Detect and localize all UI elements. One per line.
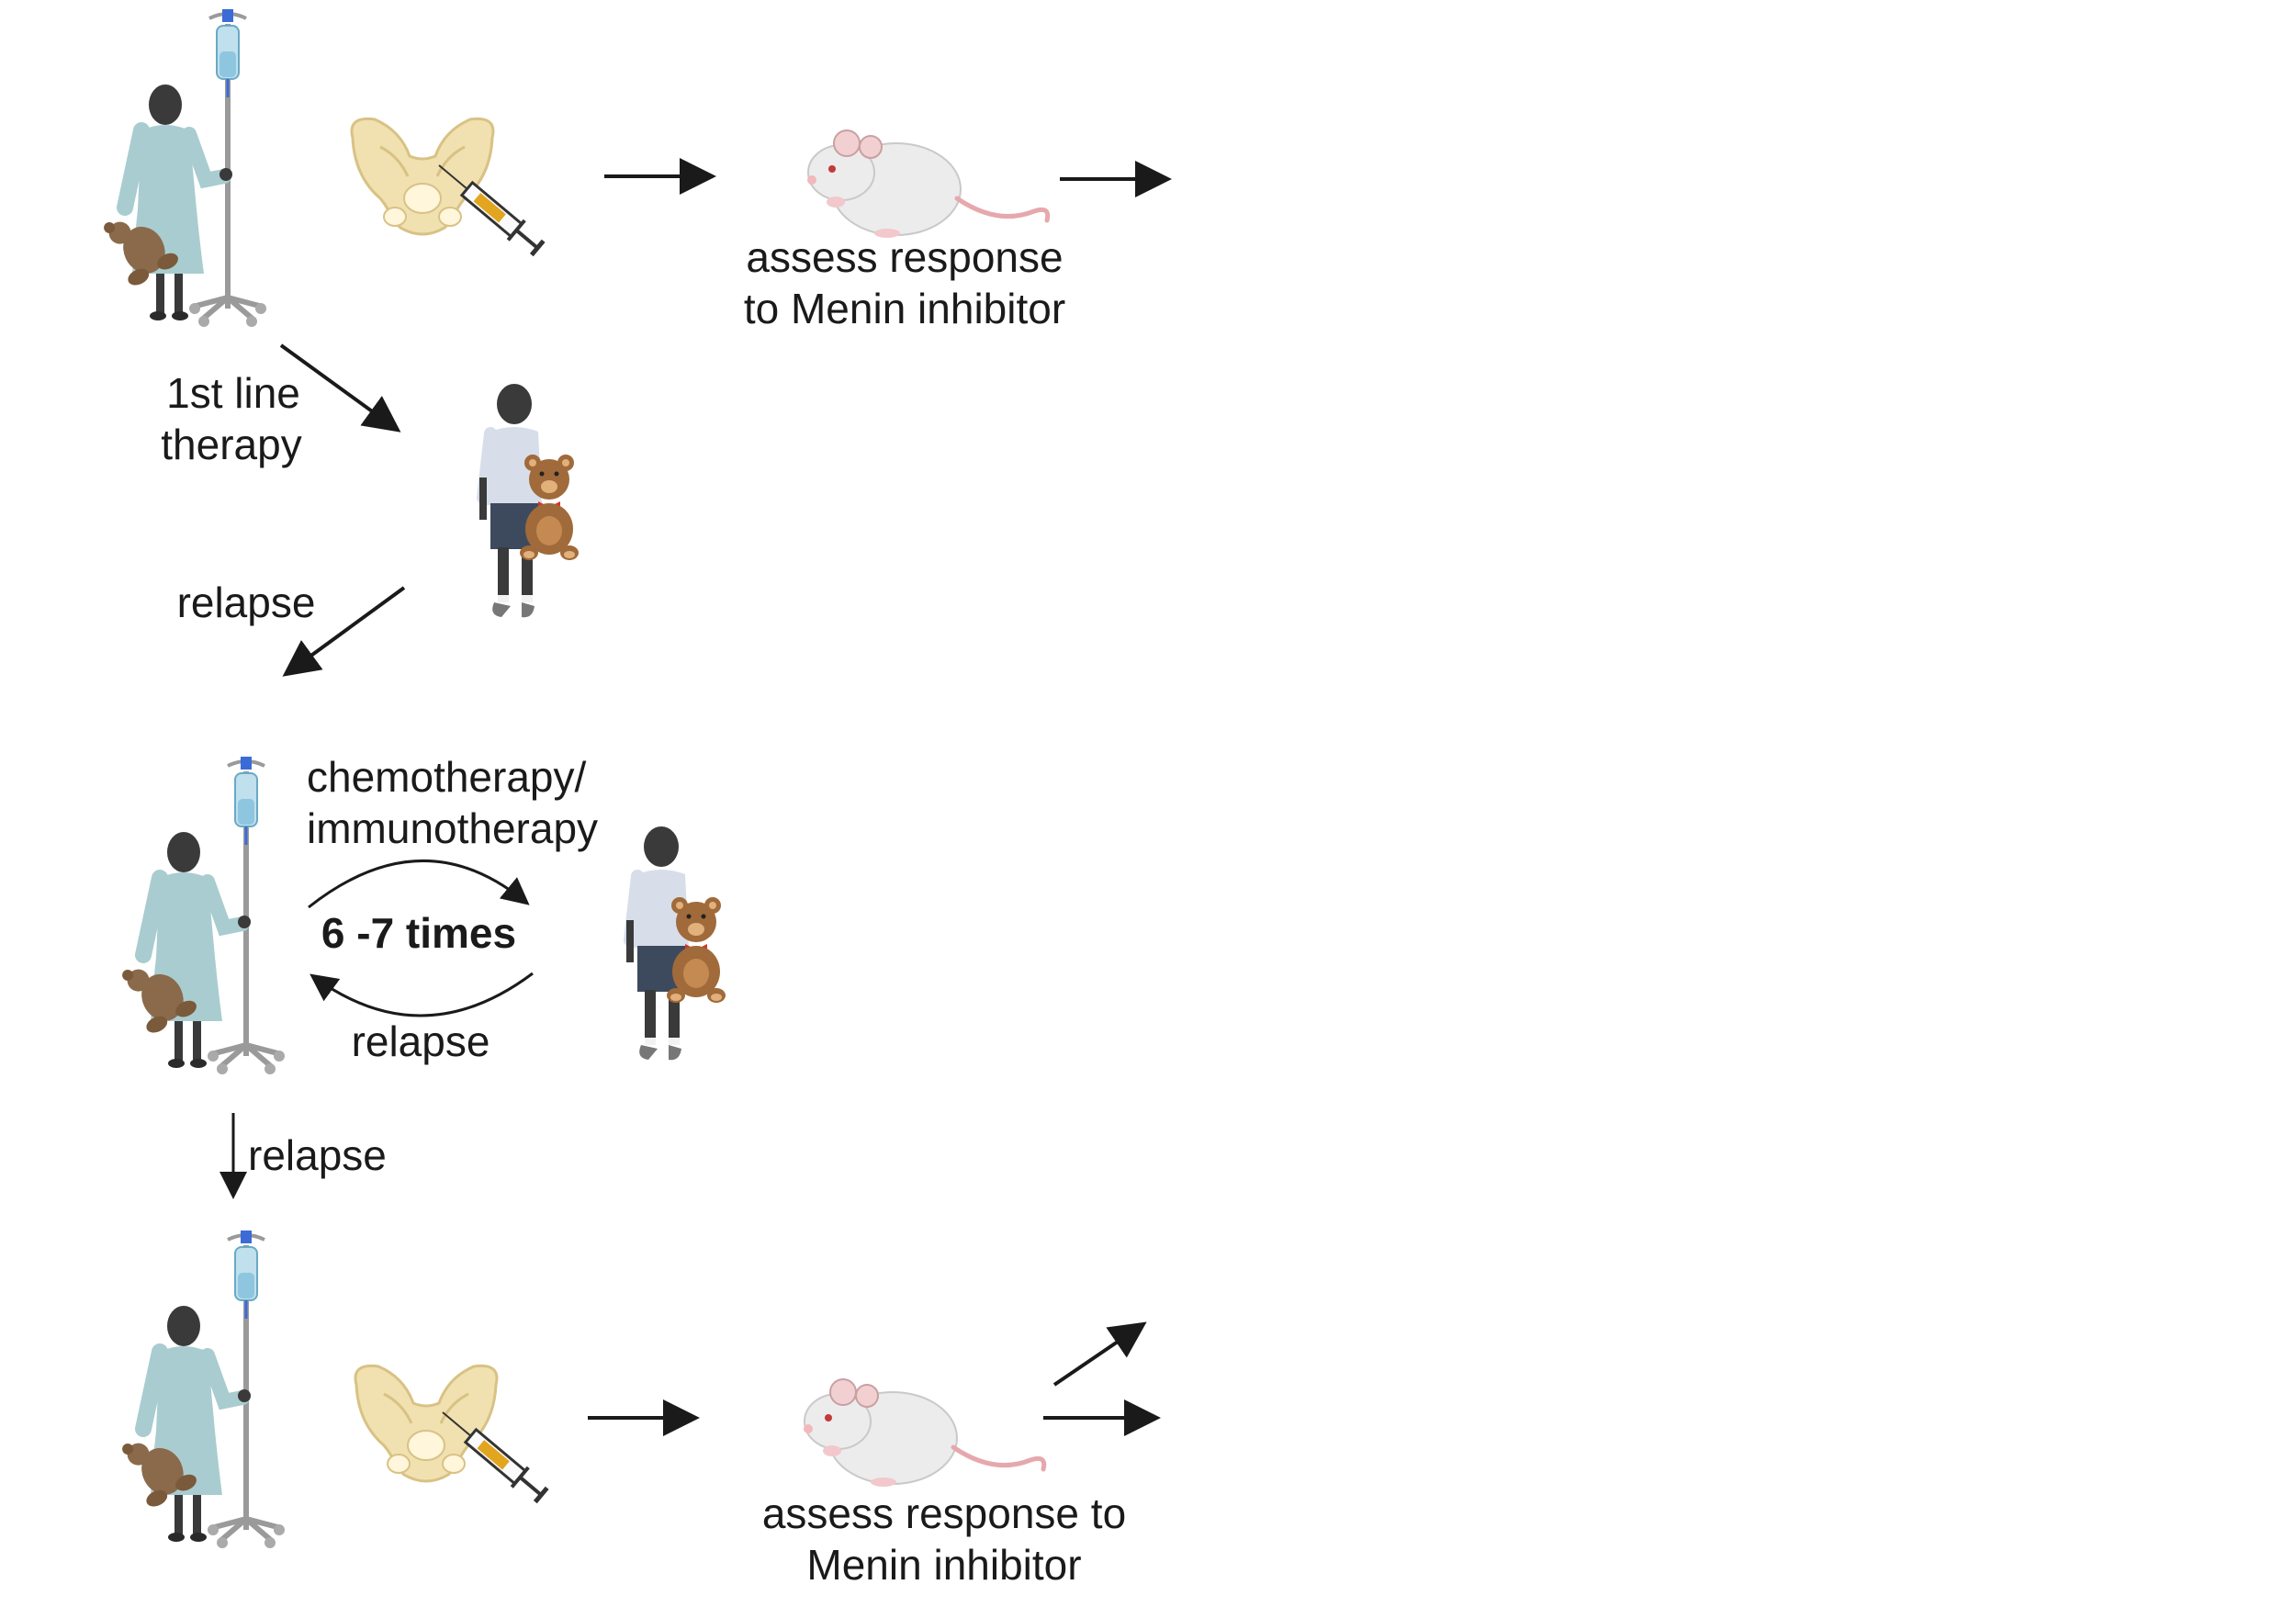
times-label: 6 -7 times — [321, 909, 516, 957]
pelvis-syringe-icon — [352, 118, 546, 257]
arrow-cycle-back — [314, 973, 533, 1016]
chemo-label-2: immunotherapy — [307, 804, 598, 852]
patient-iv-icon — [120, 1231, 285, 1548]
relapse-label-2: relapse — [352, 1017, 490, 1065]
assess-top-line1: assess response — [746, 233, 1063, 281]
child-teddy-icon — [626, 826, 726, 1060]
first-line-label-2: therapy — [161, 421, 301, 468]
child-teddy-icon — [479, 384, 579, 617]
first-line-label-1: 1st line — [166, 369, 300, 417]
patient-iv-icon — [102, 9, 266, 327]
pelvis-syringe-icon — [355, 1365, 549, 1504]
mouse-icon — [807, 130, 1048, 238]
assess-top-line2: to Menin inhibitor — [744, 285, 1065, 332]
mouse-icon — [804, 1379, 1044, 1487]
arrow-cycle-forward — [309, 860, 525, 907]
assess-bottom-line1: assess response to — [762, 1489, 1126, 1537]
assess-bottom-line2: Menin inhibitor — [806, 1541, 1081, 1589]
arrow-outcome-up — [1054, 1326, 1141, 1385]
chemo-label-1: chemotherapy/ — [307, 753, 586, 801]
relapse-label-3: relapse — [248, 1131, 387, 1179]
patient-iv-icon — [120, 757, 285, 1074]
relapse-label-1: relapse — [177, 579, 316, 626]
